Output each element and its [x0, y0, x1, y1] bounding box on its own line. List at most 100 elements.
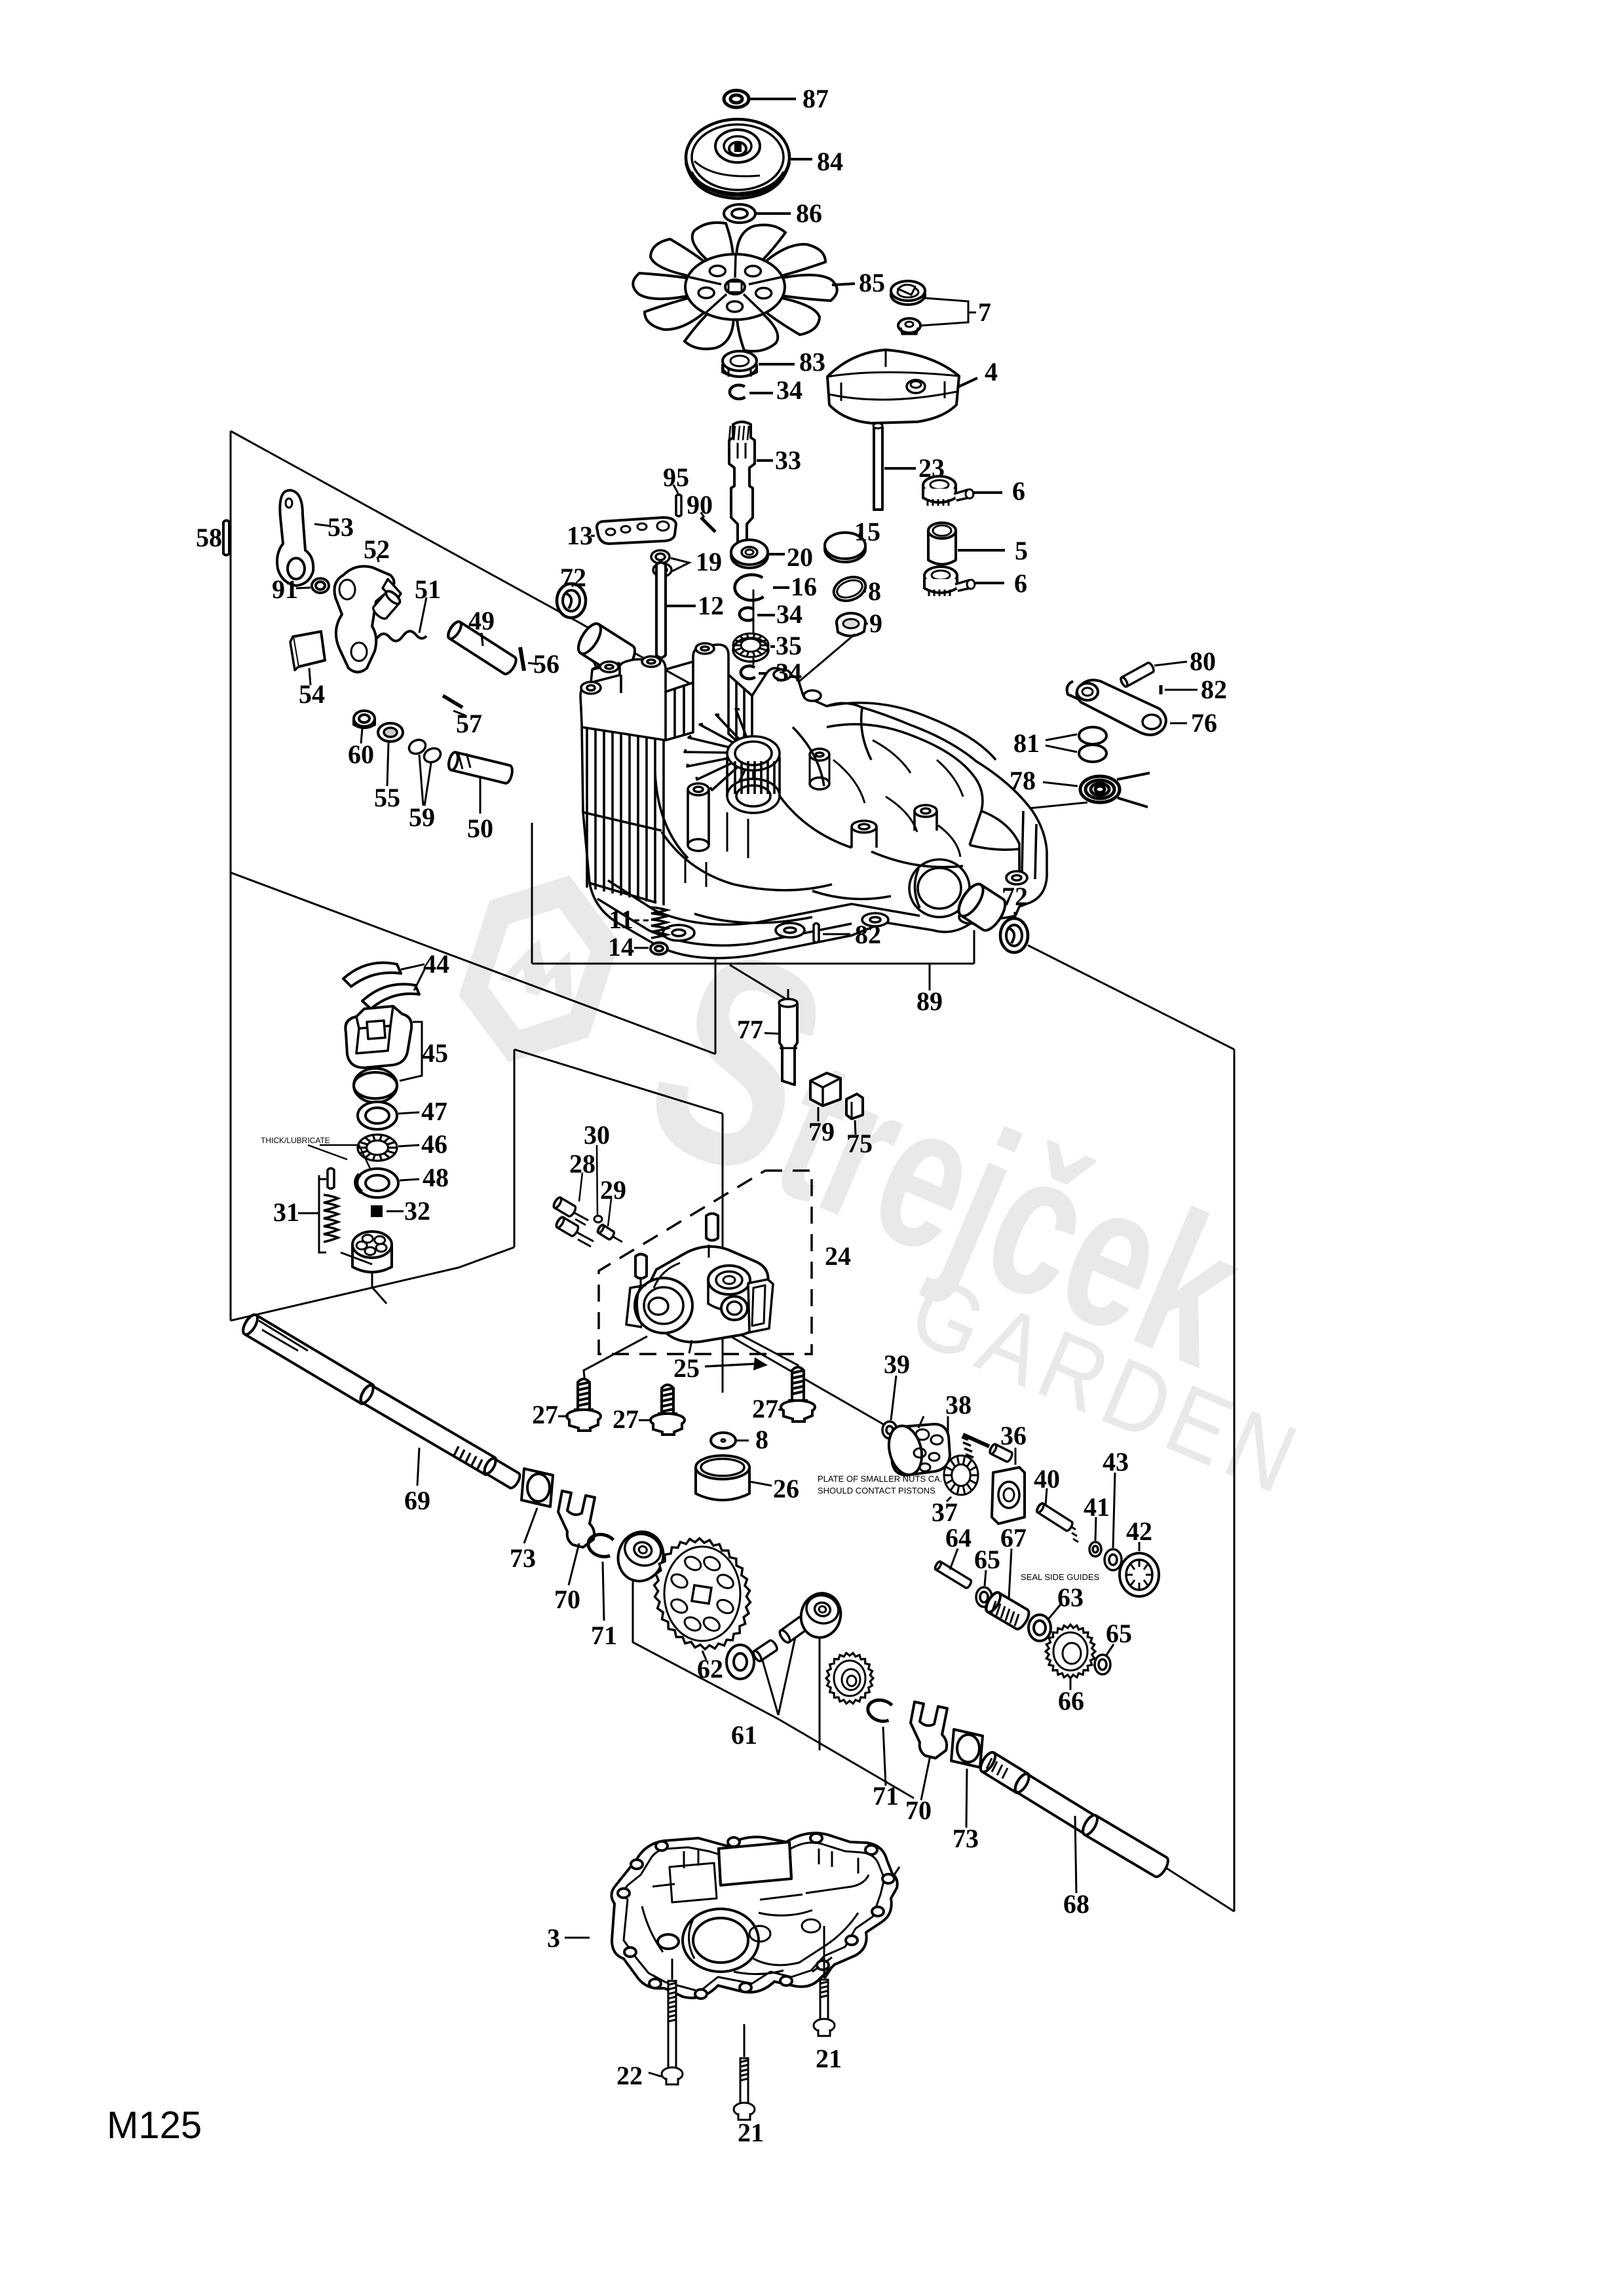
- svg-text:62: 62: [697, 1654, 723, 1684]
- svg-text:82: 82: [1201, 675, 1227, 704]
- svg-text:44: 44: [423, 949, 449, 979]
- svg-text:85: 85: [859, 268, 885, 297]
- svg-text:72: 72: [560, 563, 586, 592]
- svg-text:19: 19: [696, 547, 722, 576]
- svg-text:79: 79: [808, 1117, 835, 1146]
- svg-text:41: 41: [1084, 1492, 1110, 1522]
- svg-text:78: 78: [1010, 766, 1036, 795]
- svg-text:12: 12: [698, 591, 724, 620]
- svg-text:20: 20: [787, 542, 813, 572]
- svg-text:SEAL SIDE GUIDES: SEAL SIDE GUIDES: [1021, 1572, 1099, 1582]
- svg-text:80: 80: [1190, 647, 1216, 676]
- svg-text:14: 14: [608, 932, 634, 962]
- svg-text:3: 3: [547, 1923, 560, 1953]
- svg-text:5: 5: [1015, 536, 1028, 565]
- svg-text:51: 51: [415, 574, 441, 604]
- svg-text:PLATE OF SMALLER NUTS CA.: PLATE OF SMALLER NUTS CA.: [818, 1474, 942, 1484]
- svg-text:68: 68: [1063, 1889, 1089, 1919]
- svg-text:76: 76: [1191, 708, 1217, 738]
- svg-text:77: 77: [737, 1015, 763, 1044]
- svg-text:86: 86: [796, 198, 822, 228]
- svg-text:82: 82: [855, 920, 881, 949]
- svg-text:21: 21: [738, 2118, 764, 2147]
- svg-text:7: 7: [978, 297, 991, 327]
- svg-text:26: 26: [773, 1474, 799, 1503]
- svg-text:8: 8: [868, 576, 881, 606]
- svg-text:34: 34: [776, 599, 803, 629]
- svg-text:95: 95: [663, 462, 689, 492]
- svg-text:23: 23: [918, 453, 945, 483]
- svg-text:27: 27: [752, 1394, 778, 1423]
- svg-text:84: 84: [817, 147, 843, 176]
- svg-text:73: 73: [953, 1824, 979, 1853]
- svg-text:27: 27: [532, 1400, 558, 1429]
- svg-text:53: 53: [328, 512, 354, 542]
- svg-text:34: 34: [776, 658, 802, 687]
- svg-text:54: 54: [299, 679, 325, 709]
- svg-text:56: 56: [533, 649, 559, 679]
- svg-text:M125: M125: [107, 2104, 202, 2147]
- svg-text:57: 57: [456, 709, 482, 738]
- svg-text:42: 42: [1126, 1516, 1152, 1546]
- svg-text:52: 52: [364, 535, 390, 564]
- svg-text:81: 81: [1013, 728, 1040, 758]
- svg-text:67: 67: [1000, 1523, 1027, 1553]
- svg-text:66: 66: [1058, 1686, 1084, 1716]
- svg-text:27: 27: [613, 1404, 639, 1434]
- svg-text:70: 70: [554, 1585, 580, 1614]
- svg-text:58: 58: [196, 523, 222, 552]
- svg-text:39: 39: [884, 1349, 910, 1379]
- svg-text:35: 35: [776, 631, 802, 660]
- svg-text:34: 34: [776, 375, 803, 405]
- svg-text:33: 33: [775, 445, 801, 475]
- svg-text:90: 90: [687, 490, 713, 519]
- svg-text:72: 72: [1002, 882, 1028, 911]
- svg-text:91: 91: [272, 574, 298, 604]
- svg-text:29: 29: [600, 1175, 626, 1205]
- svg-text:46: 46: [421, 1129, 447, 1159]
- svg-text:9: 9: [869, 609, 882, 638]
- svg-text:75: 75: [846, 1129, 873, 1158]
- svg-text:47: 47: [421, 1097, 447, 1126]
- svg-text:65: 65: [1106, 1619, 1132, 1648]
- svg-text:13: 13: [567, 521, 593, 550]
- svg-text:45: 45: [422, 1038, 448, 1068]
- svg-text:89: 89: [916, 987, 943, 1016]
- svg-text:48: 48: [423, 1163, 449, 1192]
- svg-text:38: 38: [945, 1390, 972, 1420]
- svg-text:73: 73: [510, 1543, 536, 1573]
- svg-text:50: 50: [467, 814, 493, 843]
- svg-text:43: 43: [1103, 1447, 1129, 1477]
- svg-text:31: 31: [273, 1197, 299, 1227]
- svg-text:SHOULD CONTACT PISTONS: SHOULD CONTACT PISTONS: [818, 1486, 935, 1496]
- svg-text:16: 16: [791, 572, 817, 601]
- svg-text:22: 22: [616, 2061, 643, 2090]
- svg-text:28: 28: [569, 1149, 595, 1178]
- svg-text:71: 71: [873, 1781, 899, 1811]
- svg-text:8: 8: [755, 1425, 768, 1454]
- svg-text:6: 6: [1014, 569, 1027, 598]
- svg-text:60: 60: [348, 740, 374, 769]
- svg-text:30: 30: [584, 1120, 610, 1150]
- svg-text:64: 64: [945, 1523, 972, 1553]
- svg-text:49: 49: [468, 606, 495, 635]
- svg-text:69: 69: [404, 1486, 430, 1515]
- svg-text:40: 40: [1034, 1464, 1060, 1494]
- svg-text:24: 24: [825, 1241, 851, 1271]
- svg-text:32: 32: [404, 1196, 430, 1226]
- svg-text:65: 65: [974, 1545, 1000, 1574]
- svg-text:36: 36: [1000, 1421, 1027, 1450]
- svg-text:59: 59: [409, 802, 435, 832]
- svg-text:25: 25: [673, 1353, 700, 1383]
- svg-text:87: 87: [803, 84, 829, 113]
- svg-text:15: 15: [854, 517, 880, 546]
- svg-text:61: 61: [731, 1720, 757, 1750]
- svg-text:THICK/LUBRICATE: THICK/LUBRICATE: [261, 1136, 330, 1145]
- svg-text:70: 70: [905, 1796, 932, 1825]
- svg-text:71: 71: [591, 1621, 617, 1650]
- svg-text:11: 11: [609, 905, 633, 934]
- svg-text:6: 6: [1012, 476, 1025, 506]
- svg-text:21: 21: [816, 2044, 842, 2073]
- svg-text:63: 63: [1057, 1583, 1084, 1612]
- svg-text:83: 83: [799, 347, 825, 377]
